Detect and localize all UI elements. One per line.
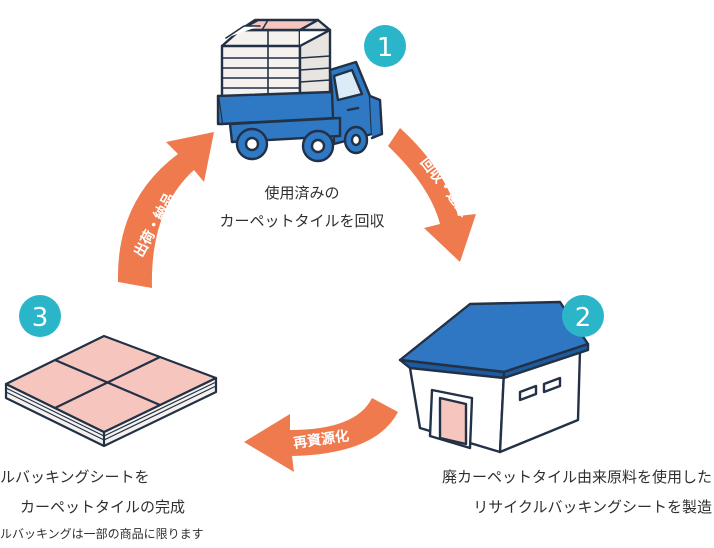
collection-transport-arrow [388,128,476,262]
shipping-delivery-arrow [117,132,214,288]
step-2-caption-line-1: 廃カーペットタイル由来原料を使用した [441,468,712,486]
footnote: ルバッキングは一部の商品に限ります [0,527,204,541]
step-number-3: 3 [32,303,49,333]
factory-building-icon [398,300,590,454]
step-badge-2: 2 [562,295,604,337]
truck-icon [216,18,384,163]
step-3-caption-line-2: カーペットタイルの完成 [20,498,186,516]
step-number-2: 2 [575,303,592,333]
step-3-caption-line-1: ルバッキングシートを [0,468,150,486]
recycle-arrow [244,398,398,472]
step-1-caption-line-1: 使用済みの [264,184,340,202]
step-badge-1: 1 [364,25,406,67]
step-badge-3: 3 [19,295,61,337]
step-1-caption-line-2: カーペットタイルを回収 [219,212,385,230]
step-number-1: 1 [377,33,394,63]
step-2-caption-line-2: リサイクルバッキングシートを製造 [473,498,712,516]
carpet-tiles-icon [4,334,218,448]
truck-cargo-tiles [220,18,332,100]
